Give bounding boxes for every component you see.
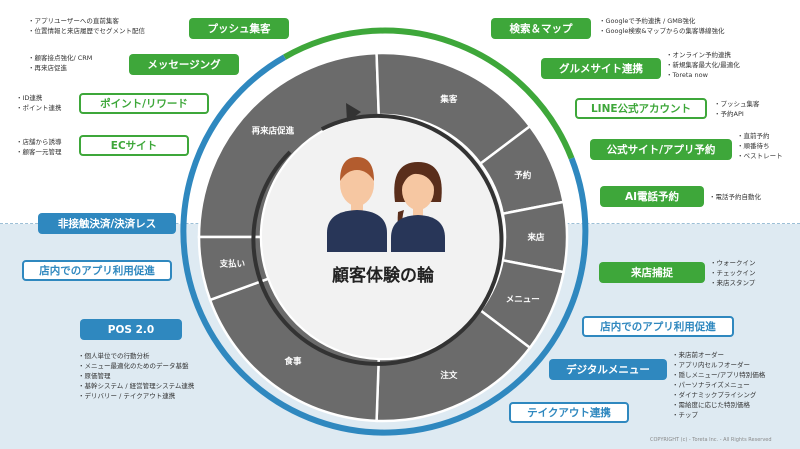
cashless-payment-label: 非接触決済/決済レス: [38, 213, 176, 234]
ec-note: 顧客一元管理: [16, 147, 62, 157]
in-store-app-label-left: 店内でのアプリ利用促進: [22, 260, 172, 281]
pos-note: 原価管理: [78, 371, 194, 381]
points-note: ID連携: [16, 93, 62, 103]
digital-menu-label: デジタルメニュー: [549, 359, 667, 380]
digital-menu-note: 隠しメニュー/アプリ特別価格: [672, 370, 766, 380]
segment-0: [197, 51, 381, 239]
line-account-label: LINE公式アカウント: [575, 98, 707, 119]
push-marketing-label: プッシュ集客: [189, 18, 289, 39]
outer-arc-green: [283, 27, 575, 160]
line-note: 予約API: [714, 109, 760, 119]
pos-note: メニュー最適化のためのデータ基盤: [78, 361, 194, 371]
segment-7: [197, 235, 270, 302]
segment-label: 支払い: [219, 259, 246, 270]
takeout-integration-label: テイクアウト連携: [509, 402, 629, 423]
ai-note: 電話予約自動化: [709, 192, 762, 202]
visit-capture-notes: ウォークイン チェックイン 来店スタンプ: [710, 258, 756, 288]
pos-notes: 個人単位での行動分析 メニュー最適化のためのデータ基盤 原価管理 基幹システム …: [78, 351, 195, 401]
official-note: 順番待ち: [737, 141, 783, 151]
segment-label: 予約: [514, 170, 532, 181]
official-note: ベストレート: [737, 151, 783, 161]
digital-menu-notes: 来店前オーダー アプリ内セルフオーダー 隠しメニュー/アプリ特別価格 パーソナラ…: [672, 350, 766, 420]
official-note: 直前予約: [737, 131, 783, 141]
segment-label: 来店: [526, 232, 545, 243]
gourmet-note: オンライン予約連携: [666, 50, 740, 60]
messaging-notes: 顧客接点強化/ CRM 再来店促進: [28, 53, 93, 73]
pos-label: POS 2.0: [80, 319, 182, 340]
line-note: プッシュ集客: [714, 99, 760, 109]
messaging-note: 再来店促進: [28, 63, 92, 73]
pos-note: 基幹システム / 経営管理システム連携: [78, 381, 195, 391]
search-map-label: 検索＆マップ: [491, 18, 591, 39]
segment-label: 再来店促進: [252, 126, 295, 137]
pos-note: 個人単位での行動分析: [78, 351, 194, 361]
messaging-label: メッセージング: [129, 54, 239, 75]
digital-menu-note: 来店前オーダー: [672, 350, 765, 360]
ai-phone-notes: 電話予約自動化: [709, 192, 762, 202]
digital-menu-note: チップ: [672, 410, 765, 420]
ec-note: 店舗から誘導: [16, 137, 62, 147]
official-site-notes: 直前予約 順番待ち ベストレート: [737, 131, 783, 161]
line-account-notes: プッシュ集客 予約API: [714, 99, 760, 119]
segment-label: 集客: [439, 94, 458, 105]
cycle-arrow-head: [346, 103, 361, 122]
push-note: 位置情報と来店履歴でセグメント配信: [28, 26, 146, 36]
points-rewards-label: ポイント/リワード: [79, 93, 209, 114]
copyright: COPYRIGHT (c) - Toreta Inc. - All Rights…: [650, 437, 772, 443]
digital-menu-note: パーソナライズメニュー: [672, 380, 765, 390]
center-title: 顧客体験の輪: [332, 265, 435, 286]
points-rewards-notes: ID連携 ポイント連携: [16, 93, 62, 113]
gourmet-site-label: グルメサイト連携: [541, 58, 661, 79]
customers-icon: [327, 157, 445, 252]
checkin-note: ウォークイン: [710, 258, 756, 268]
gourmet-note: 新規集客最大化/最適化: [666, 60, 740, 70]
checkin-note: 来店スタンプ: [710, 278, 756, 288]
messaging-note: 顧客接点強化/ CRM: [28, 53, 93, 63]
pos-note: デリバリー / テイクアウト連携: [78, 391, 194, 401]
gourmet-site-notes: オンライン予約連携 新規集客最大化/最適化 Toreta now: [666, 50, 740, 80]
digital-menu-note: ダイナミックプライシング: [672, 390, 765, 400]
points-note: ポイント連携: [16, 103, 62, 113]
ai-phone-reservation-label: AI電話予約: [600, 186, 704, 207]
checkin-note: チェックイン: [710, 268, 756, 278]
digital-menu-note: 需給度に応じた特別価格: [672, 400, 765, 410]
in-store-app-label-right: 店内でのアプリ利用促進: [582, 316, 734, 337]
push-note: アプリユーザーへの直前集客: [28, 16, 145, 26]
outer-arc-blue: [180, 54, 589, 436]
segment-label: 注文: [440, 370, 458, 381]
ec-site-label: ECサイト: [79, 135, 189, 156]
gourmet-note: Toreta now: [666, 70, 740, 80]
segment-label: 食事: [285, 356, 303, 367]
digital-menu-note: アプリ内セルフオーダー: [672, 360, 765, 370]
search-map-note: Googleで予約連携 / GMB強化: [599, 16, 725, 26]
push-marketing-notes: アプリユーザーへの直前集客 位置情報と来店履歴でセグメント配信: [28, 16, 146, 36]
cycle-arrow-line: [251, 113, 504, 366]
ec-site-notes: 店舗から誘導 顧客一元管理: [16, 137, 62, 157]
search-map-note: Google検索&マップからの集客導線強化: [599, 26, 725, 36]
segment-label: メニュー: [506, 295, 540, 305]
search-map-notes: Googleで予約連携 / GMB強化 Google検索&マップからの集客導線強…: [599, 16, 725, 36]
visit-capture-label: 来店捕捉: [599, 262, 705, 283]
official-site-reservation-label: 公式サイト/アプリ予約: [590, 139, 732, 160]
